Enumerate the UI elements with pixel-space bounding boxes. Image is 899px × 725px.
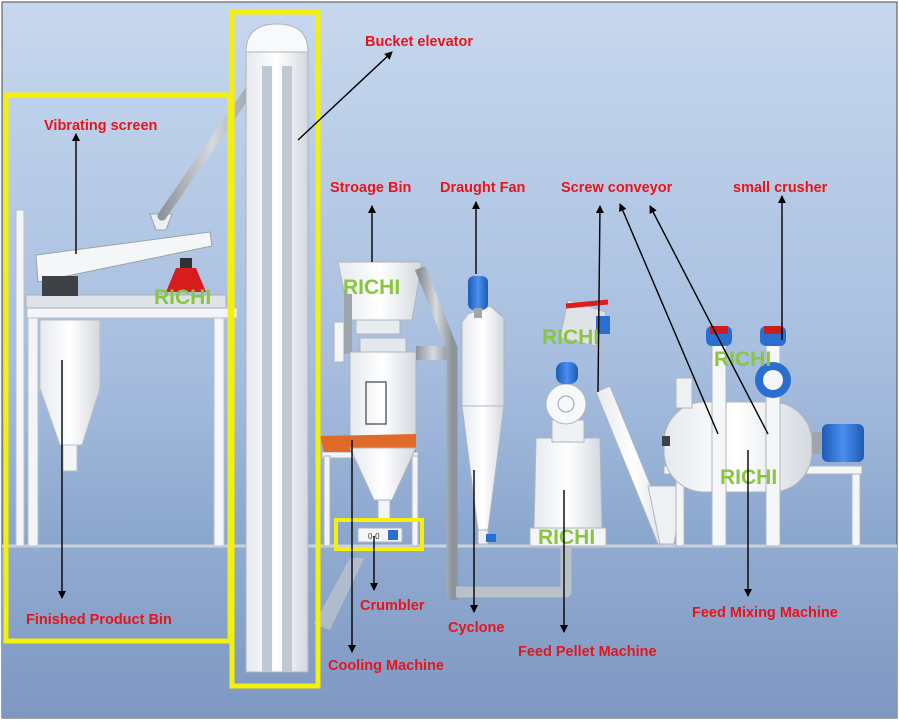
highlight-crumbler (334, 518, 424, 551)
label-small-crusher: small crusher (733, 180, 828, 196)
cyclone-machine (461, 305, 505, 545)
feeder-red-bar (565, 299, 609, 309)
label-finished-product-bin: Finished Product Bin (26, 612, 172, 628)
label-feed-mixing-machine: Feed Mixing Machine (692, 605, 838, 621)
arrow-screw-conveyor-2 (619, 203, 719, 435)
label-draught-fan: Draught Fan (440, 180, 525, 196)
feed-pipe-to-cyclone (414, 265, 458, 600)
brand-mark: RICHI (154, 286, 211, 309)
label-crumbler: Crumbler (360, 598, 425, 614)
label-cyclone: Cyclone (448, 620, 504, 636)
small-crusher-machine (706, 326, 791, 547)
chute-pipe (157, 67, 267, 221)
finished-product-bin-structure (15, 209, 238, 547)
vibrating-screen-machine (35, 67, 267, 296)
red-hopper (166, 268, 206, 292)
label-screw-conveyor: Screw conveyor (561, 180, 673, 196)
cooling-machine (320, 337, 450, 547)
screw-conveyor-machine (595, 385, 685, 545)
arrow-bucket-elevator (297, 51, 393, 141)
callout-arrows (58, 51, 786, 653)
label-feed-pellet-machine: Feed Pellet Machine (518, 644, 657, 660)
brand-mark: RICHI (343, 276, 400, 299)
bucket-elevator-machine (245, 23, 364, 673)
arrow-screw-conveyor-1 (595, 205, 604, 393)
label-storage-bin: Stroage Bin (330, 180, 411, 196)
highlight-bucket-elevator (229, 9, 321, 689)
label-vibrating-screen: Vibrating screen (44, 118, 157, 134)
crumbler-machine: 0-0 (357, 527, 403, 543)
brand-mark: RICHI (542, 326, 599, 349)
storage-bin-machine (333, 261, 423, 363)
feed-pellet-machine (529, 299, 610, 547)
label-bucket-elevator: Bucket elevator (365, 34, 473, 50)
draught-fan-machine (468, 276, 488, 318)
arrow-screw-conveyor-3 (649, 205, 769, 435)
brand-mark: RICHI (714, 348, 771, 371)
brand-mark: RICHI (538, 526, 595, 549)
label-cooling-machine: Cooling Machine (328, 658, 444, 674)
